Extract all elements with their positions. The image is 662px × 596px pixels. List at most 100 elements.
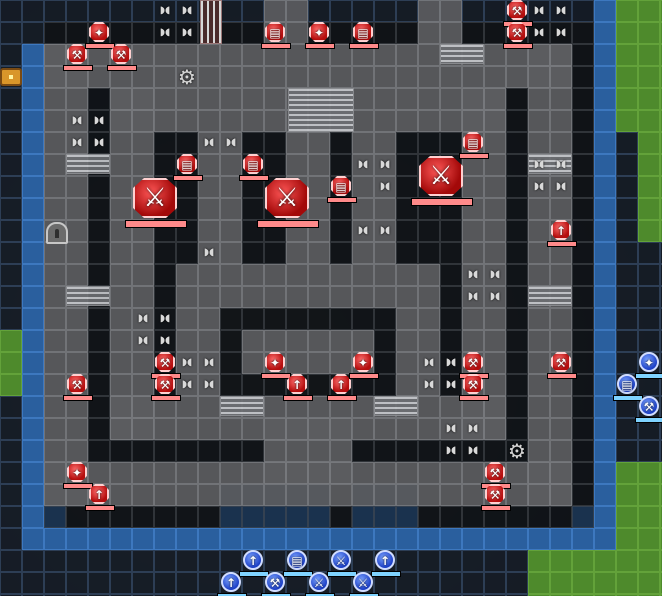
water-tile[interactable] (22, 308, 44, 330)
floor-tile[interactable] (198, 352, 220, 374)
castle-wall-tile[interactable] (88, 352, 110, 374)
floor-tile[interactable] (506, 484, 528, 506)
castle-wall-tile[interactable] (44, 506, 66, 528)
floor-tile[interactable] (550, 418, 572, 440)
floor-tile[interactable] (352, 176, 374, 198)
void-tile[interactable] (484, 0, 506, 22)
grass-tile[interactable] (528, 550, 550, 572)
castle-wall-tile[interactable] (418, 132, 440, 154)
floor-tile[interactable] (550, 396, 572, 418)
floor-tile[interactable] (550, 440, 572, 462)
floor-tile[interactable] (528, 440, 550, 462)
floor-tile[interactable] (198, 44, 220, 66)
void-tile[interactable] (638, 330, 660, 352)
void-tile[interactable] (616, 440, 638, 462)
void-tile[interactable] (0, 528, 22, 550)
castle-wall-tile[interactable] (220, 374, 242, 396)
grass-tile[interactable] (660, 594, 662, 596)
void-tile[interactable] (0, 440, 22, 462)
water-tile[interactable] (22, 352, 44, 374)
castle-wall-tile[interactable] (88, 220, 110, 242)
floor-tile[interactable] (440, 66, 462, 88)
void-tile[interactable] (0, 220, 22, 242)
floor-tile[interactable] (506, 462, 528, 484)
floor-tile[interactable] (198, 132, 220, 154)
floor-tile[interactable] (308, 440, 330, 462)
castle-wall-tile[interactable] (396, 506, 418, 528)
grass-tile[interactable] (0, 352, 22, 374)
grass-tile[interactable] (660, 572, 662, 594)
void-tile[interactable] (418, 594, 440, 596)
void-tile[interactable] (44, 0, 66, 22)
floor-tile[interactable] (44, 132, 66, 154)
floor-tile[interactable] (528, 374, 550, 396)
castle-wall-tile[interactable] (242, 506, 264, 528)
floor-tile[interactable] (264, 0, 286, 22)
floor-tile[interactable] (550, 330, 572, 352)
floor-tile[interactable] (264, 462, 286, 484)
castle-wall-tile[interactable] (330, 22, 352, 44)
castle-wall-tile[interactable] (220, 440, 242, 462)
floor-tile[interactable] (462, 462, 484, 484)
water-tile[interactable] (242, 528, 264, 550)
castle-wall-tile[interactable] (44, 22, 66, 44)
grass-tile[interactable] (550, 550, 572, 572)
grass-tile[interactable] (638, 484, 660, 506)
grass-tile[interactable] (660, 66, 662, 88)
floor-tile[interactable] (506, 66, 528, 88)
castle-wall-tile[interactable] (242, 374, 264, 396)
floor-tile[interactable] (44, 264, 66, 286)
floor-tile[interactable] (418, 352, 440, 374)
grass-tile[interactable] (616, 484, 638, 506)
void-tile[interactable] (66, 0, 88, 22)
grass-tile[interactable] (528, 572, 550, 594)
castle-wall-tile[interactable] (374, 308, 396, 330)
void-tile[interactable] (0, 198, 22, 220)
castle-wall-tile[interactable] (572, 88, 594, 110)
floor-tile[interactable] (110, 198, 132, 220)
floor-tile[interactable] (154, 418, 176, 440)
ally-axe-unit[interactable]: ⚒ (261, 572, 291, 596)
floor-tile[interactable] (242, 110, 264, 132)
void-tile[interactable] (22, 572, 44, 594)
floor-tile[interactable] (44, 154, 66, 176)
castle-wall-tile[interactable] (176, 242, 198, 264)
castle-wall-tile[interactable] (528, 506, 550, 528)
void-tile[interactable] (0, 154, 22, 176)
castle-wall-tile[interactable] (374, 506, 396, 528)
castle-wall-tile[interactable] (330, 132, 352, 154)
grass-tile[interactable] (594, 572, 616, 594)
floor-tile[interactable] (286, 66, 308, 88)
grass-tile[interactable] (616, 462, 638, 484)
void-tile[interactable] (242, 0, 264, 22)
enemy-tome-unit[interactable]: ▤ (173, 154, 203, 181)
void-tile[interactable] (198, 550, 220, 572)
water-tile[interactable] (594, 176, 616, 198)
void-tile[interactable] (176, 572, 198, 594)
void-tile[interactable] (550, 0, 572, 22)
castle-wall-tile[interactable] (506, 506, 528, 528)
floor-tile[interactable] (242, 88, 264, 110)
floor-tile[interactable] (484, 220, 506, 242)
floor-tile[interactable] (44, 396, 66, 418)
void-tile[interactable] (88, 550, 110, 572)
castle-wall-tile[interactable] (88, 264, 110, 286)
void-tile[interactable] (352, 0, 374, 22)
floor-tile[interactable] (132, 418, 154, 440)
floor-tile[interactable] (484, 308, 506, 330)
floor-tile[interactable] (44, 44, 66, 66)
floor-tile[interactable] (154, 66, 176, 88)
floor-tile[interactable] (88, 462, 110, 484)
castle-wall-tile[interactable] (88, 418, 110, 440)
castle-wall-tile[interactable] (330, 308, 352, 330)
floor-tile[interactable] (550, 132, 572, 154)
floor-tile[interactable] (308, 462, 330, 484)
castle-wall-tile[interactable] (506, 198, 528, 220)
castle-wall-tile[interactable] (264, 154, 286, 176)
void-tile[interactable] (110, 0, 132, 22)
castle-wall-tile[interactable] (462, 506, 484, 528)
floor-tile[interactable] (66, 418, 88, 440)
water-tile[interactable] (22, 330, 44, 352)
castle-wall-tile[interactable] (264, 242, 286, 264)
floor-tile[interactable] (462, 484, 484, 506)
